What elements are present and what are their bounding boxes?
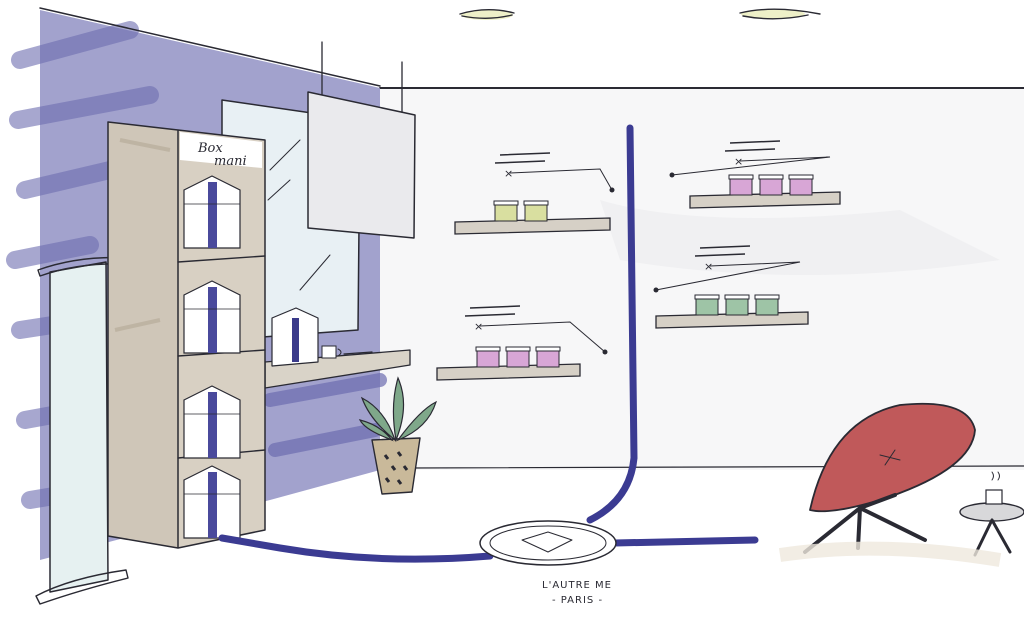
product-jar (536, 349, 560, 368)
cabinet-box (183, 280, 241, 354)
product-shelf: × (454, 152, 615, 235)
product-jar (506, 349, 530, 368)
product-jar (476, 349, 500, 368)
floor-cable (218, 124, 759, 563)
floor-shadows (778, 541, 1002, 567)
potted-plant (358, 376, 437, 495)
product-shelf: × (669, 140, 841, 209)
product-jar (494, 203, 518, 222)
back-wall (379, 87, 1024, 470)
shelf-mark: × (474, 320, 483, 333)
lounge-chair (803, 402, 976, 554)
hanging-sign (307, 41, 416, 239)
floor-disc (479, 520, 617, 566)
side-table (959, 471, 1024, 557)
cabinet-box (183, 465, 241, 539)
shelf-mark: × (504, 167, 513, 180)
product-jar (695, 297, 719, 316)
cabinet-box (183, 385, 241, 459)
shelf-mark: × (734, 155, 743, 168)
product-jar (789, 177, 813, 196)
ceiling-light-right (739, 8, 821, 20)
product-jar (755, 297, 779, 316)
ceiling-light-left (459, 9, 515, 20)
shelf-mark: × (704, 260, 713, 273)
signature-line-1: L'AUTRE ME (542, 580, 612, 591)
cabinet-brand-bottom: mani (214, 154, 247, 169)
product-shelf: × (436, 305, 608, 381)
cabinet-brand-top: Box (197, 141, 223, 156)
product-shelf: × (653, 245, 809, 329)
cabinet-boxes (183, 175, 241, 539)
product-jar (725, 297, 749, 316)
counter-box-display (271, 307, 319, 367)
product-shelves: × × × × (436, 140, 841, 381)
signature-line-2: - PARIS - (552, 595, 603, 606)
cabinet-box (183, 175, 241, 249)
product-jar (759, 177, 783, 196)
product-jar (729, 177, 753, 196)
product-jar (524, 203, 548, 222)
